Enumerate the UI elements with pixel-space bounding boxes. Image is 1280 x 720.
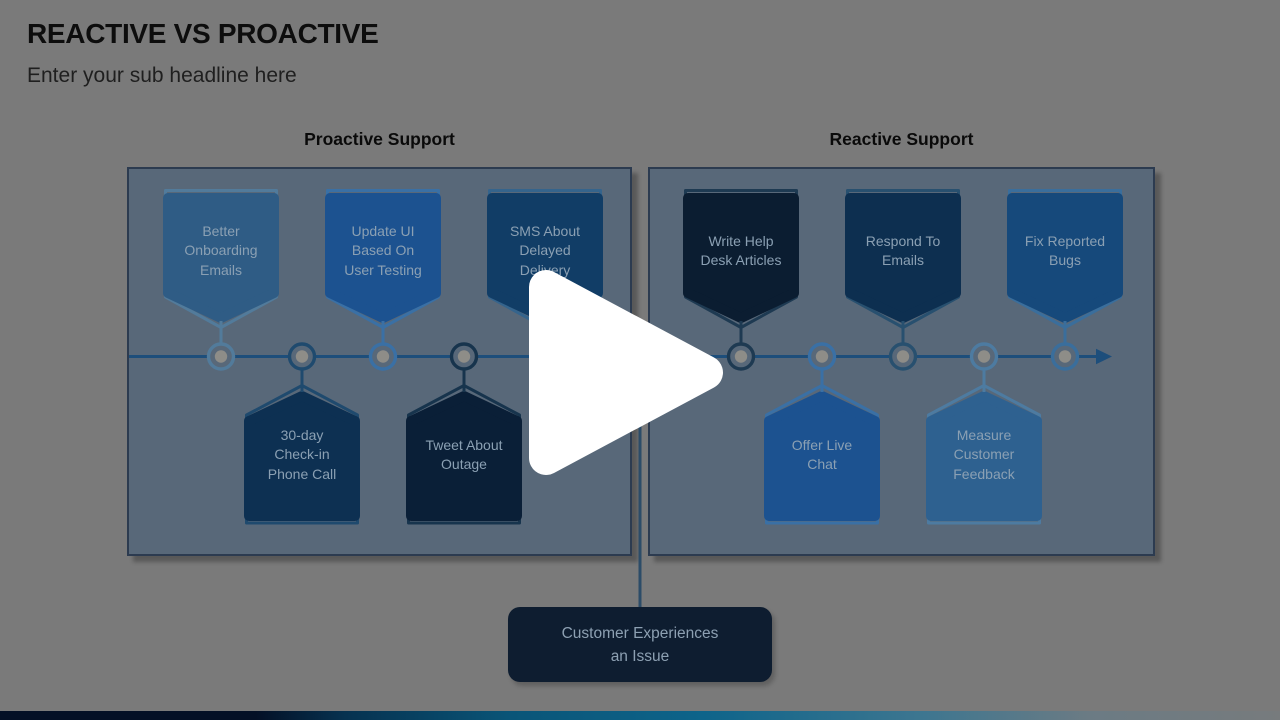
timeline-node-marker-dot (734, 350, 748, 363)
timeline-node-shape (325, 193, 441, 323)
play-button[interactable] (529, 270, 723, 475)
timeline-node-shape (764, 391, 880, 521)
timeline-node-shape (926, 391, 1042, 521)
slide-accent-bar (0, 711, 1280, 720)
timeline-node-marker-dot (376, 350, 390, 363)
timeline-node-shape (163, 193, 279, 323)
timeline-node-marker-dot (896, 350, 910, 363)
timeline-node-shape (683, 193, 799, 323)
timeline-node-marker-dot (1058, 350, 1072, 363)
timeline-node-marker-dot (977, 350, 991, 363)
timeline-node-shape (406, 391, 522, 521)
proactive-panel-header: Proactive Support (304, 129, 455, 149)
timeline-node-marker-dot (295, 350, 309, 363)
slide-title: REACTIVE VS PROACTIVE (27, 18, 379, 49)
slide-subtitle: Enter your sub headline here (27, 64, 297, 87)
timeline-node-marker-dot (214, 350, 228, 363)
timeline-arrowhead (1096, 348, 1112, 365)
event-box-line2: an Issue (610, 647, 670, 665)
reactive-panel-header: Reactive Support (829, 129, 974, 149)
timeline-node-shape (244, 391, 360, 521)
timeline-node-shape (1007, 193, 1123, 323)
timeline-node-marker-dot (457, 350, 471, 363)
timeline-node-marker-dot (815, 350, 829, 363)
timeline-node-shape (845, 193, 961, 323)
event-box-line1: Customer Experiences (561, 624, 719, 642)
event-box: Customer Experiences an Issue (508, 607, 772, 682)
